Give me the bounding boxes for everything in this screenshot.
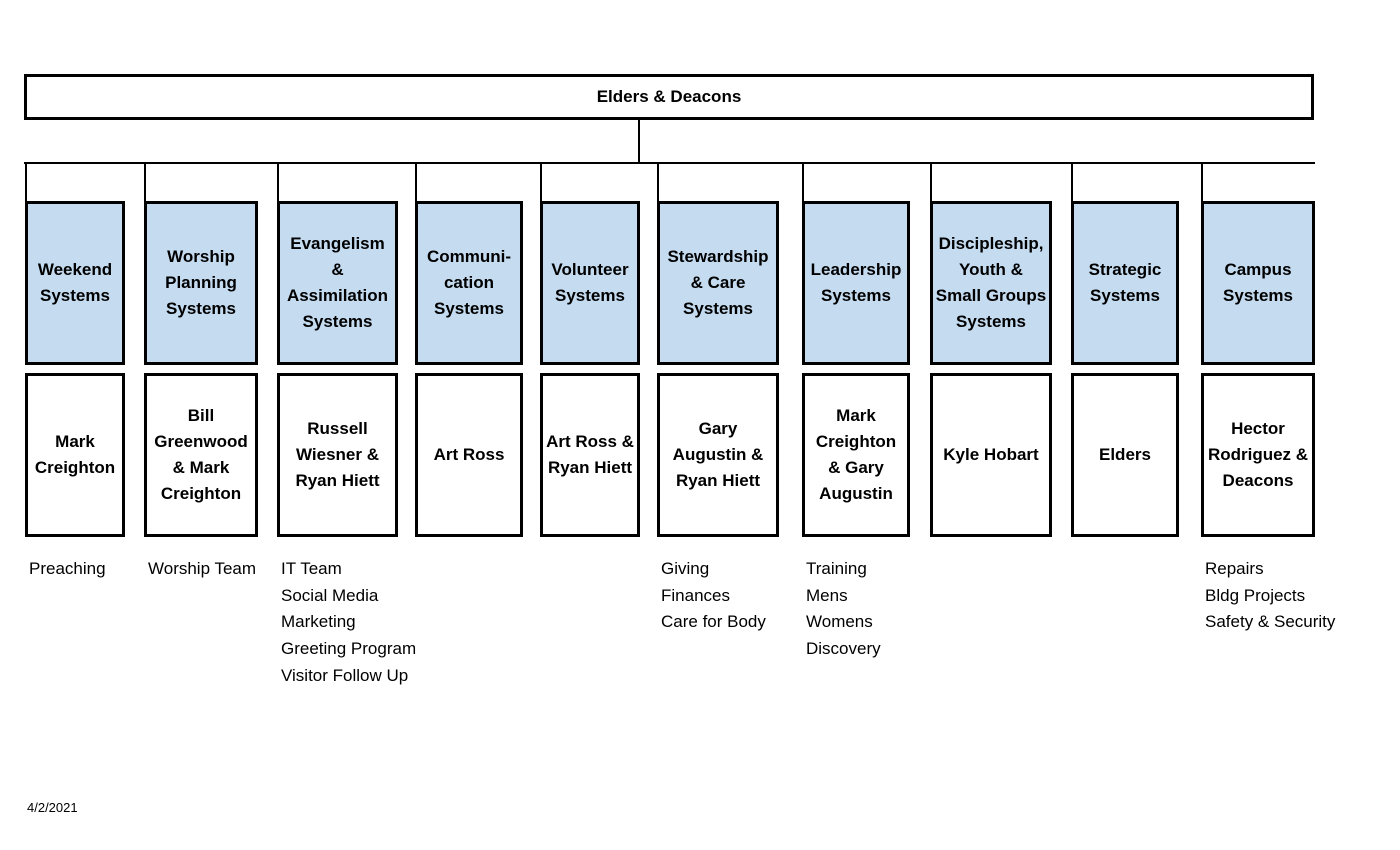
- duties-list: Preaching: [29, 556, 106, 583]
- duty-item: Care for Body: [661, 612, 766, 632]
- leader-name: Art Ross &Ryan Hiett: [546, 432, 634, 477]
- connector-drop: [802, 162, 804, 202]
- connector-drop: [657, 162, 659, 202]
- duty-item: Womens: [806, 612, 873, 632]
- connector-drop: [25, 162, 27, 202]
- duty-item: Training: [806, 559, 867, 578]
- leader-name: Kyle Hobart: [943, 445, 1039, 464]
- duty-item: Giving: [661, 559, 710, 578]
- duty-item: Finances: [661, 585, 730, 605]
- duties-list: Worship Team: [148, 556, 256, 583]
- duty-item: Marketing: [281, 612, 356, 632]
- duty-item: Safety & Security: [1205, 612, 1336, 632]
- duty-item: Greeting Program: [281, 639, 417, 659]
- connector-drop: [415, 162, 417, 202]
- date-stamp: 4/2/2021: [27, 800, 78, 815]
- connector-drop: [1071, 162, 1073, 202]
- connector-drop: [277, 162, 279, 202]
- duty-item: Bldg Projects: [1205, 585, 1306, 605]
- duty-item: Worship Team: [148, 559, 257, 578]
- leader-box: Art Ross &Ryan Hiett: [540, 373, 640, 537]
- top-node-elders-deacons: Elders & Deacons: [24, 74, 1314, 120]
- connector-drop: [144, 162, 146, 202]
- leader-name: Art Ross: [433, 445, 505, 464]
- connector-horizontal-bus: [24, 162, 1315, 164]
- connector-drop: [540, 162, 542, 202]
- duty-item: IT Team: [281, 559, 342, 578]
- leader-box: Art Ross: [415, 373, 523, 537]
- duty-item: Discovery: [806, 639, 881, 659]
- connector-drop: [1201, 162, 1203, 202]
- duty-item: Visitor Follow Up: [281, 665, 409, 685]
- duty-item: Repairs: [1205, 559, 1264, 578]
- connector-drop: [930, 162, 932, 202]
- leader-box: Kyle Hobart: [930, 373, 1052, 537]
- duty-item: Social Media: [281, 585, 379, 605]
- connector-trunk: [638, 120, 640, 164]
- duty-item: Mens: [806, 585, 848, 605]
- leader-name: Elders: [1099, 445, 1151, 464]
- duty-item: Preaching: [29, 559, 106, 578]
- leader-box: Elders: [1071, 373, 1179, 537]
